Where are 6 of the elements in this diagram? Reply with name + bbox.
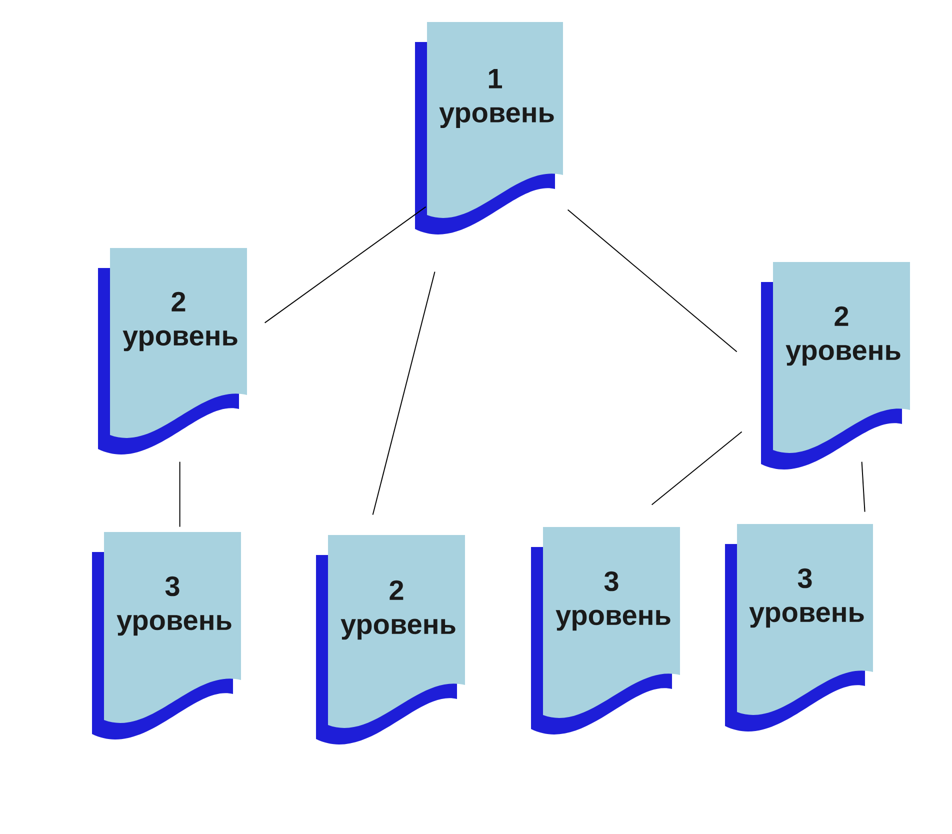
connector-line	[651, 431, 742, 506]
connector-line	[567, 209, 738, 352]
connector-line	[372, 271, 436, 516]
connector-line	[861, 461, 866, 512]
connector-line	[264, 206, 426, 324]
connector-line	[179, 461, 180, 528]
